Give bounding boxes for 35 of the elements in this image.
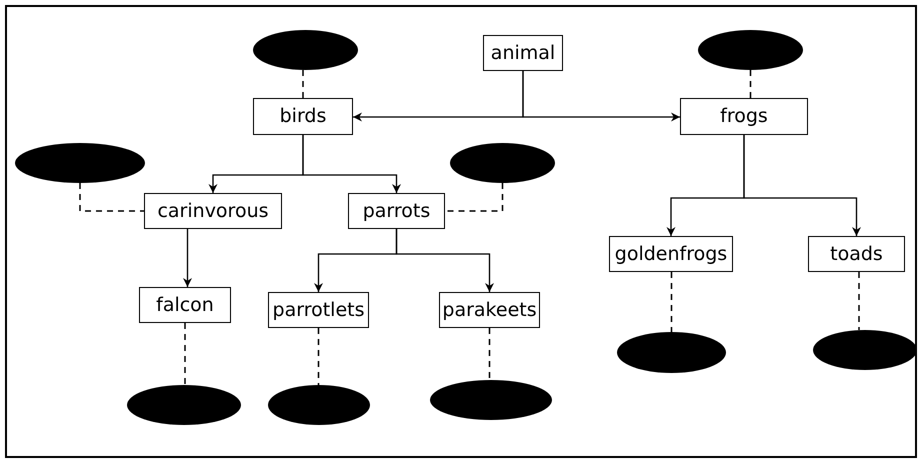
dashed-connector [670,272,672,332]
dashed-connector [184,323,186,385]
category-label: parrots [362,202,430,220]
category-box [609,236,733,272]
dashed-connector [302,70,304,98]
dashed-connector [445,183,504,212]
category-box [808,236,905,272]
category-box [144,193,282,229]
arrow [522,71,680,122]
arrow [183,229,192,287]
category-box [253,98,353,135]
arrow [396,229,494,292]
filled-ellipse [813,330,917,370]
category-label: carinvorous [157,202,269,220]
arrow [743,135,861,236]
category-box [483,35,563,71]
category-box [268,292,369,328]
category-label: goldenfrogs [614,244,728,264]
category-label: animal [490,44,556,62]
category-box [139,287,231,323]
category-label: toads [830,244,883,264]
dashed-connector [318,328,320,385]
category-box [348,193,445,229]
category-label: parrotlets [272,300,364,320]
arrow [302,135,401,193]
dashed-connector [858,272,860,330]
category-label: parakeets [442,300,537,320]
category-box [680,98,808,135]
category-label: frogs [720,107,768,126]
category-box [439,292,540,328]
dashed-connector [750,70,752,98]
dashed-connector [488,328,490,380]
category-label: birds [280,107,326,126]
dashed-connector [79,183,144,212]
category-label: falcon [156,296,214,314]
